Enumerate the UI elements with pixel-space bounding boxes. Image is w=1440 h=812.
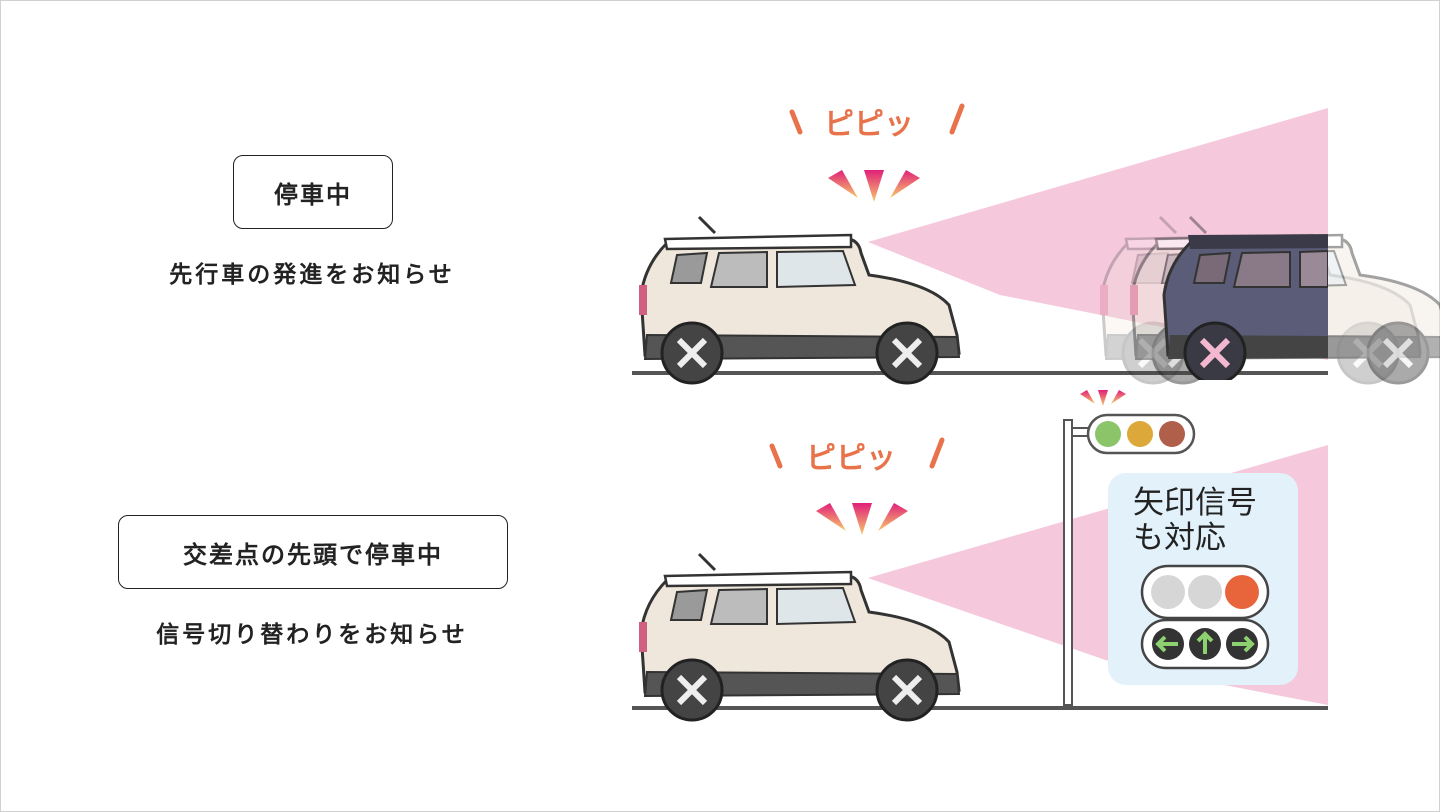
alert-icon <box>1080 390 1126 406</box>
signal-red-light <box>1225 575 1259 609</box>
caption-lead-car-departure: 先行車の発進をお知らせ <box>169 262 455 288</box>
arrow-right-icon <box>1232 635 1255 653</box>
scene-intersection-illustration: 矢印信号 も対応 ピピッ <box>632 390 1328 720</box>
signal-red-light <box>1159 421 1185 447</box>
caption-signal-change: 信号切り替わりをお知らせ <box>156 622 468 648</box>
beep-sound-text: ピピッ <box>806 441 896 476</box>
alert-icon <box>828 170 920 202</box>
scene-stopped-illustration: ピピッ <box>632 103 1440 383</box>
arrow-up-icon <box>1196 631 1214 654</box>
sound-mark-icon <box>789 109 803 135</box>
sound-mark-icon <box>929 437 945 469</box>
sound-mark-icon <box>949 103 965 135</box>
sign-text-line1: 矢印信号 <box>1133 485 1257 521</box>
sign-text-line2: も対応 <box>1133 520 1226 556</box>
beep-sound-text: ピピッ <box>824 107 914 142</box>
sound-mark-icon <box>769 443 783 469</box>
alert-icon <box>816 503 908 535</box>
scene-label-intersection: 交差点の先頭で停車中 <box>118 515 508 589</box>
scene-label-stopped: 停車中 <box>233 155 393 229</box>
signal-yellow-light <box>1127 421 1153 447</box>
lead-car <box>1164 233 1440 383</box>
arrow-left-icon <box>1155 635 1178 653</box>
signal-green-light <box>1095 421 1121 447</box>
signal-pole <box>1063 419 1073 706</box>
